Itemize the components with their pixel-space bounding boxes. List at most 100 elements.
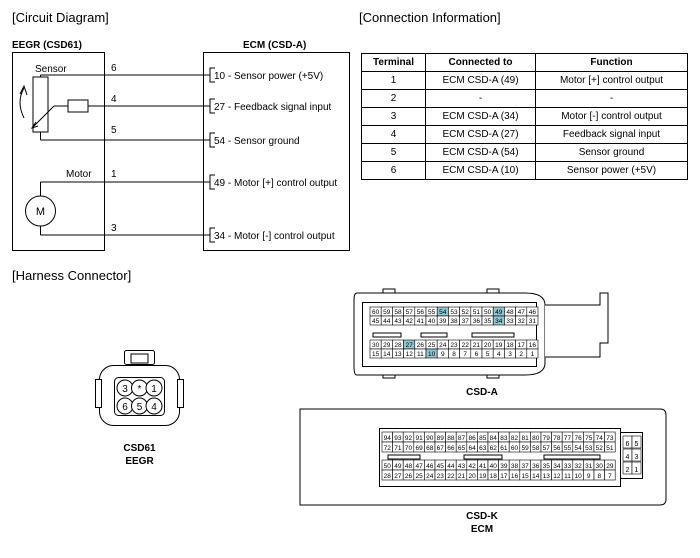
- terminal-number: 29: [383, 342, 391, 349]
- terminal-number: 29: [606, 463, 614, 470]
- terminal-number: 53: [585, 445, 593, 452]
- terminal-number: 50: [384, 463, 392, 470]
- wiper-arrow: [31, 105, 55, 129]
- terminal-number: 31: [585, 463, 593, 470]
- cell-function: Motor [+] control output: [535, 71, 688, 90]
- cell-terminal: 5: [361, 143, 426, 162]
- ecm-pin-34: 34 - Motor [-] control output: [214, 231, 335, 242]
- terminal-number: 48: [405, 463, 413, 470]
- cell-connected-to: ECM CSD-A (27): [425, 125, 536, 144]
- terminal-number: 40: [428, 318, 436, 325]
- terminal-number: 19: [495, 342, 503, 349]
- terminal-number: 23: [450, 342, 458, 349]
- terminal-number: 45: [372, 318, 380, 325]
- motor-symbol: M: [36, 206, 45, 218]
- terminal-number: 34: [495, 318, 503, 325]
- terminal-number: 45: [437, 463, 445, 470]
- terminal-number: 48: [506, 309, 514, 316]
- terminal-number: 39: [439, 318, 447, 325]
- terminal-number: 15: [521, 473, 529, 480]
- terminal-number: 50: [484, 309, 492, 316]
- terminal-number: 22: [462, 342, 470, 349]
- terminal-number: 1: [531, 351, 535, 358]
- terminal-number: 65: [458, 445, 466, 452]
- terminal-number: 36: [473, 318, 481, 325]
- terminal-number: 76: [574, 435, 582, 442]
- terminal-number: 73: [606, 435, 614, 442]
- terminal-number: 59: [521, 445, 529, 452]
- terminal-cell: [526, 348, 539, 359]
- csd-a-lever: [545, 292, 609, 358]
- cell-connected-to: ECM CSD-A (34): [425, 107, 536, 126]
- terminal-number: 6: [626, 441, 630, 448]
- terminal-number: 56: [417, 309, 425, 316]
- cell-terminal: 3: [361, 107, 426, 126]
- terminal-number: 78: [553, 435, 561, 442]
- terminal-number: 10: [428, 351, 436, 358]
- terminal-number: 24: [426, 473, 434, 480]
- terminal-number: 23: [437, 473, 445, 480]
- terminal-number: 15: [372, 351, 380, 358]
- terminal-number: 77: [564, 435, 572, 442]
- terminal-number: 5: [635, 441, 639, 448]
- terminal-number: 40: [490, 463, 498, 470]
- harness-connector-title: [Harness Connector]: [12, 268, 132, 283]
- csd61-pin: 1: [151, 384, 157, 395]
- terminal-cell: [526, 315, 539, 326]
- csd61-pin: 6: [122, 402, 128, 413]
- sensor-label: Sensor: [35, 64, 67, 75]
- terminal-number: 46: [426, 463, 434, 470]
- terminal-number: 86: [468, 435, 476, 442]
- terminal-number: 70: [405, 445, 413, 452]
- terminal-number: 49: [394, 463, 402, 470]
- terminal-number: 69: [415, 445, 423, 452]
- circuit-diagram: EEGR (CSD61) ECM (CSD-A) Sensor Motor M …: [12, 40, 350, 251]
- terminal-number: 7: [463, 351, 467, 358]
- terminal-cell: [604, 441, 616, 453]
- terminal-number: 10: [574, 473, 582, 480]
- table-header-row: Terminal Connected to Function: [361, 53, 688, 72]
- cell-terminal: 2: [361, 89, 426, 108]
- terminal-number: 12: [553, 473, 561, 480]
- ecm-pin-27: 27 - Feedback signal input: [214, 102, 332, 113]
- terminal-number: 14: [383, 351, 391, 358]
- cell-terminal: 1: [361, 71, 426, 90]
- terminal-number: 42: [468, 463, 476, 470]
- csd61-label: CSD61: [123, 443, 156, 454]
- terminal-number: 8: [597, 473, 601, 480]
- csd61-pin: 4: [151, 402, 157, 413]
- terminal-number: 26: [405, 473, 413, 480]
- terminal-number: 35: [484, 318, 492, 325]
- terminal-number: 43: [458, 463, 466, 470]
- csd-a-label: CSD-A: [466, 387, 498, 398]
- terminal-number: 90: [426, 435, 434, 442]
- terminal-number: 54: [574, 445, 582, 452]
- terminal-number: 93: [394, 435, 402, 442]
- terminal-number: 27: [406, 342, 414, 349]
- terminal-number: 46: [529, 309, 537, 316]
- csd61-connector: 3 * 1 6 5 4 CSD61 EEGR: [95, 350, 184, 467]
- terminal-number: 60: [372, 309, 380, 316]
- ecm-title: ECM (CSD-A): [243, 40, 306, 51]
- terminal-number: 91: [415, 435, 423, 442]
- terminal-number: 83: [500, 435, 508, 442]
- terminal-number: 21: [458, 473, 466, 480]
- terminal-cell: [631, 461, 642, 475]
- cell-connected-to: ECM CSD-A (49): [425, 71, 536, 90]
- terminal-number: 9: [441, 351, 445, 358]
- terminal-number: 55: [564, 445, 572, 452]
- pin-4: 4: [111, 94, 117, 105]
- terminal-number: 39: [500, 463, 508, 470]
- eegr-label: EEGR: [125, 456, 154, 467]
- terminal-number: 18: [506, 342, 514, 349]
- terminal-number: 37: [521, 463, 529, 470]
- csd61-pin: 5: [137, 402, 143, 413]
- terminal-number: 4: [626, 454, 630, 461]
- terminal-number: 75: [585, 435, 593, 442]
- terminal-number: 44: [447, 463, 455, 470]
- terminal-number: 55: [428, 309, 436, 316]
